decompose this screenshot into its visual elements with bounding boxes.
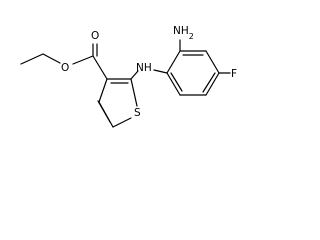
- ester-ether-oxygen-label: O: [61, 62, 69, 74]
- bond-phenyl-c4-c5-double: [202, 72, 216, 93]
- amino-group-label: NH2: [173, 25, 194, 41]
- bond-thiophene-c4-c3: [98, 78, 108, 103]
- bond-thiophene-s-c5: [112, 117, 132, 128]
- amino-group-subscript: 2: [189, 32, 194, 41]
- bond-ethyl-ch3-ch2: [20, 53, 44, 65]
- fluorine-label: F: [231, 68, 237, 80]
- bonds: [20, 39, 231, 128]
- bond-ethyl-ch2-o: [42, 53, 61, 64]
- amino-group-main: NH: [173, 25, 189, 37]
- bond-nh-phenyl: [153, 69, 168, 74]
- atom-labels: O O NH NH2 S F: [61, 25, 237, 119]
- bond-carbonyl-c3: [92, 55, 108, 80]
- bond-phenyl-c1-c2: [166, 50, 181, 74]
- bond-c2-nh: [130, 70, 139, 80]
- bond-thiophene-c5-c4-double: [97, 100, 111, 123]
- bond-phenyl-c3-c4: [205, 50, 220, 74]
- bond-phenyl-c4-c5: [205, 72, 220, 96]
- bond-phenyl-c6-c1-double: [170, 72, 183, 92]
- bond-thiophene-c2-s: [130, 78, 138, 107]
- molecule-diagram: O O NH NH2 S F: [20, 25, 237, 128]
- bond-o-carbonyl-carbon: [72, 55, 94, 65]
- structure-canvas: O O NH NH2 S F: [20, 25, 238, 128]
- thiophene-sulfur-label: S: [134, 107, 141, 119]
- ester-carbonyl-oxygen-label: O: [91, 30, 99, 42]
- amine-nitrogen-label: NH: [136, 62, 152, 74]
- bond-phenyl-c6-c1: [166, 72, 181, 96]
